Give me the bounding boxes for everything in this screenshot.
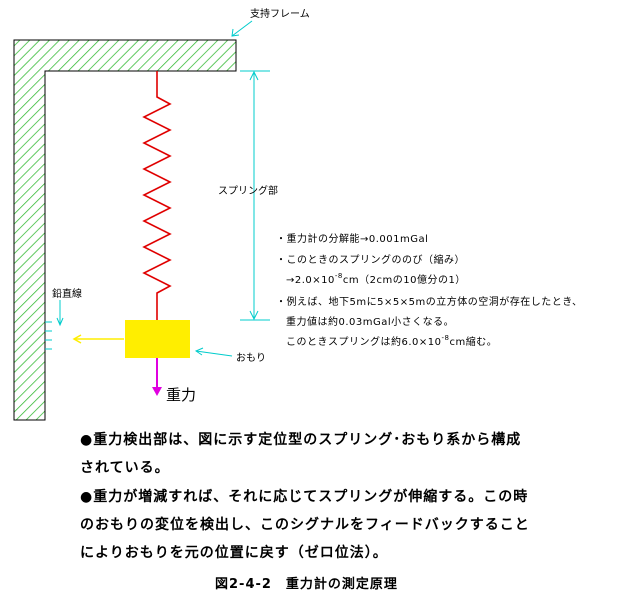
weight-label-pointer [195,350,233,357]
body-line-4: のおもりの変位を検出し、このシグナルをフィードバックすること [80,517,530,533]
gravity-arrow-head [152,387,162,396]
body-line-1: ●重力検出部は、図に示す定位型のスプリング･おもり系から構成 [80,432,522,448]
spring-dimension-arrow-top [249,70,259,81]
plumb-line [45,321,52,350]
note-spring-contraction: このときスプリングは約6.0×10-8cm縮む。 [286,334,498,348]
body-line-2: されている。 [80,460,170,476]
spring-label: スプリング部 [218,186,278,197]
figure-caption: 図2-4-2 重力計の測定原理 [215,577,398,592]
body-line-3: ●重力が増減すれば、それに応じてスプリングが伸縮する。この時 [80,489,529,505]
note-example: ・例えば、地下5mに5×5×5mの立方体の空洞が存在したとき、 [276,297,583,308]
note-extension-value: →2.0×10-8cm（2cmの10億分の1） [286,272,466,286]
weight-block [125,320,190,358]
spring-dimension-arrow-bottom [249,310,259,321]
frame-label-pointer-head [231,28,240,37]
plumb-arrow-head [72,334,82,344]
weight-label-pointer-head [194,347,204,356]
body-line-5: によりおもりを元の位置に戻す（ゼロ位法）。 [80,545,388,561]
frame-label-pointer [231,20,253,37]
support-frame [13,39,237,421]
gravity-label: 重力 [166,386,197,404]
note-resolution: ・重力計の分解能→0.001mGal [276,234,429,245]
note-gravity-decrease: 重力値は約0.03mGal小さくなる。 [286,317,455,328]
plumb-label-arrow-head [56,317,64,327]
frame-label: 支持フレーム [250,9,310,20]
spring [142,71,172,320]
note-spring-extension: ・このときのスプリングののび（縮み） [276,255,465,266]
weight-label: おもり [236,353,266,364]
plumb-line-label: 鉛直線 [52,289,82,300]
